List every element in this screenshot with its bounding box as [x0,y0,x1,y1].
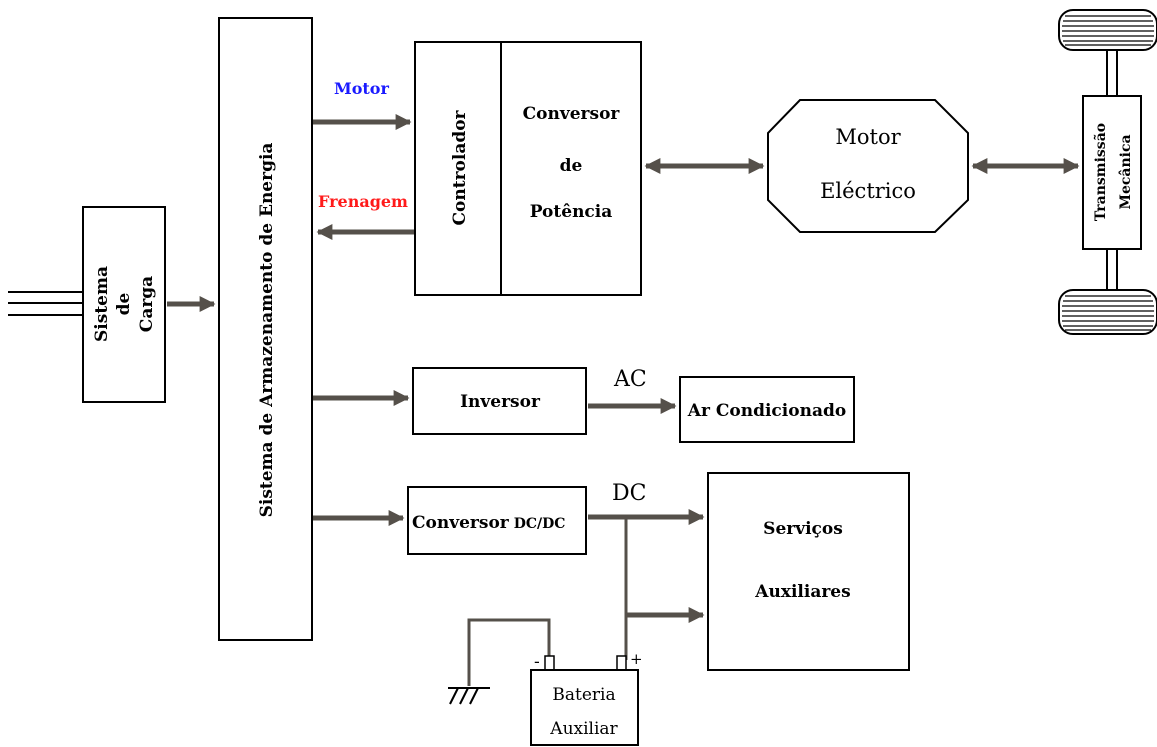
charging-system-label-2: de [114,292,134,315]
positive-terminal-icon [616,655,627,671]
auxiliary-battery-label-1: Bateria [552,685,615,705]
ground-symbol-icon [448,618,551,705]
ac-label: AC [613,367,647,392]
dcdc-converter-label-sub: DC/DC [514,516,566,532]
energy-storage-block: Sistema de Armazenamento de Energia [218,17,313,641]
inverter-block: Inversor [412,367,587,435]
negative-terminal-label: - [534,652,540,672]
electric-motor-block: Motor Eléctrico [767,99,969,233]
dc-label: DC [612,481,646,506]
auxiliary-services-label-2: Auxiliares [754,582,850,602]
auxiliary-battery-block: Bateria Auxiliar [530,669,639,746]
air-conditioning-block: Ar Condicionado [679,376,855,443]
controller-label: Controlador [450,109,470,225]
charging-system-label-1: Sistema [92,266,112,342]
power-converter-label-1: Conversor [523,104,621,124]
transmission-label-1: Transmissão [1092,123,1109,221]
controller-converter-block: Controlador Conversor de Potência [414,41,642,296]
electric-motor-label-2: Eléctrico [820,179,916,203]
mechanical-transmission-block: Transmissão Mecânica [1082,95,1142,250]
dcdc-converter-label-main: Conversor [412,513,510,533]
supply-lines [8,291,83,316]
charging-system-block: Sistema de Carga [82,206,166,403]
motor-flow-label: Motor [334,79,389,98]
energy-storage-label: Sistema de Armazenamento de Energia [257,143,277,518]
air-conditioning-label: Ar Condicionado [687,401,846,421]
top-wheel-icon [1058,9,1157,51]
power-converter-label-3: Potência [530,202,613,222]
power-converter-label-2: de [560,156,583,176]
auxiliary-services-label-1: Serviços [763,519,843,539]
charging-system-label-3: Carga [137,276,157,332]
positive-terminal-label: + [630,650,643,668]
auxiliary-battery-label-2: Auxiliar [549,719,618,739]
inverter-label: Inversor [460,392,541,412]
transmission-label-2: Mecânica [1118,134,1134,209]
electric-motor-label-1: Motor [835,125,901,149]
auxiliary-services-block: Serviços Auxiliares [707,472,910,671]
negative-terminal-icon [544,655,555,671]
wheel-axle-icon [1058,9,1157,335]
braking-flow-label: Frenagem [318,192,408,211]
